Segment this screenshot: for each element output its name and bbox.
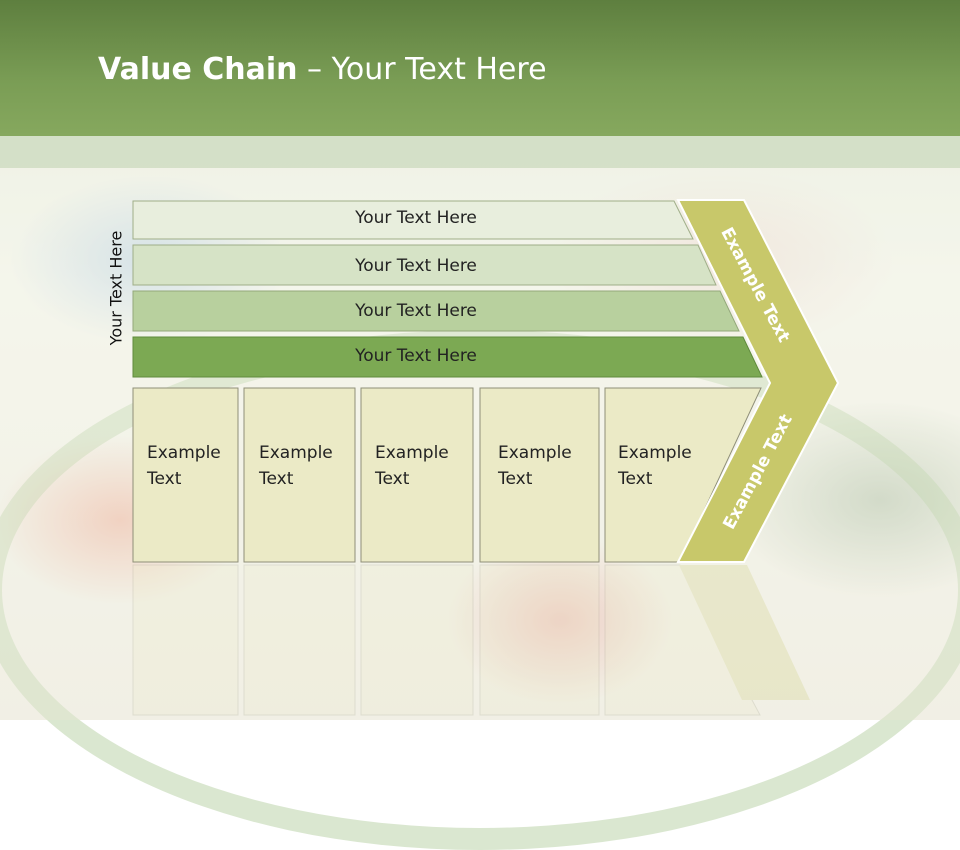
slide-title: Value Chain – Your Text Here [98, 52, 547, 87]
bar-3-label: Your Text Here [355, 301, 477, 321]
cell-3-line2: Text [375, 469, 410, 489]
cell-1-line2: Text [147, 469, 182, 489]
cell-2-box [243, 387, 356, 563]
title-bold: Value Chain [98, 52, 298, 87]
bar-4-label: Your Text Here [355, 346, 477, 366]
chevron-arrow [676, 199, 840, 563]
bar-3 [132, 290, 740, 332]
value-chain-diagram [132, 199, 840, 716]
cell-3-line1: Example [375, 443, 449, 463]
title-sub-band [0, 136, 960, 168]
title-rest: – Your Text Here [297, 52, 547, 87]
cell-4-line2: Text [498, 469, 533, 489]
cell-1-line1: Example [147, 443, 221, 463]
cell-3-box [360, 387, 474, 563]
cell-4-line1: Example [498, 443, 572, 463]
bar-1-label: Your Text Here [355, 208, 477, 228]
cell-2-line2: Text [259, 469, 294, 489]
bar-1 [132, 200, 694, 240]
title-banner [0, 0, 960, 136]
bar-2-label: Your Text Here [355, 256, 477, 276]
cell-5-line2: Text [618, 469, 653, 489]
cell-4-box [479, 387, 600, 563]
cell-1-box [132, 387, 239, 563]
bar-2 [132, 244, 717, 286]
cell-5-line1: Example [618, 443, 692, 463]
bar-4 [132, 336, 763, 378]
diagram-reflection [132, 564, 810, 716]
cell-2-line1: Example [259, 443, 333, 463]
